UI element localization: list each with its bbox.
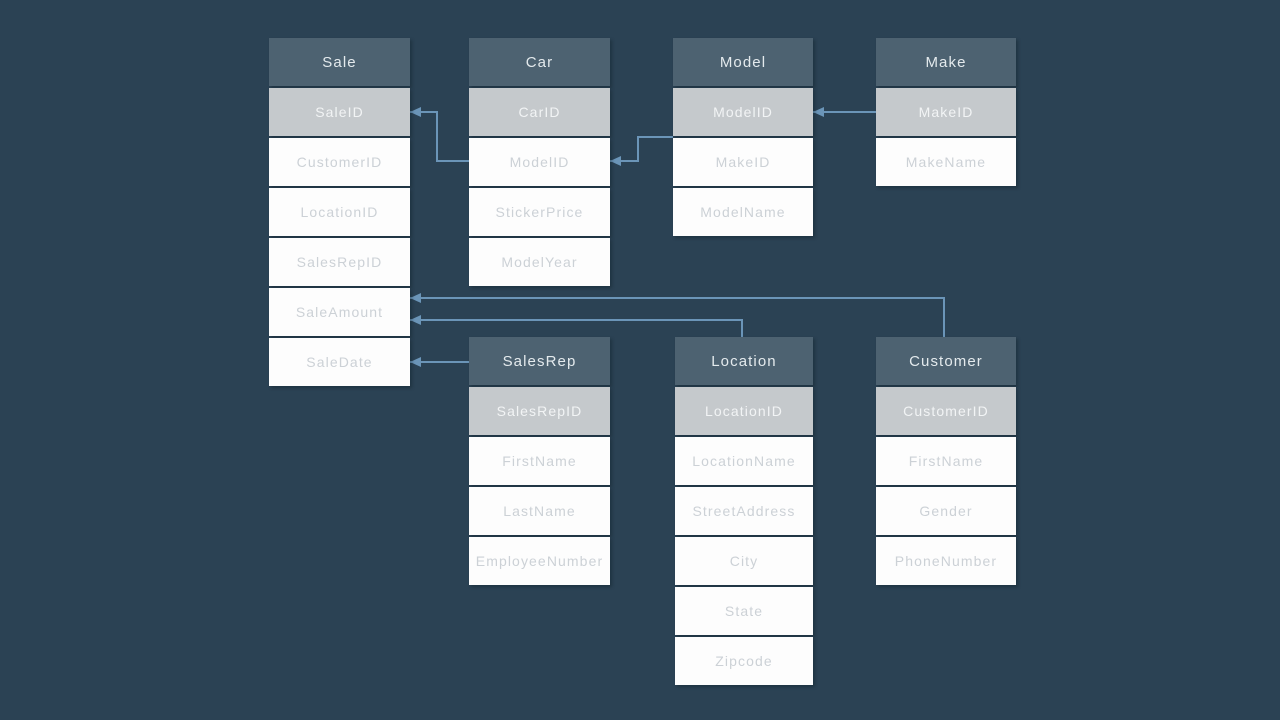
field-row: Zipcode	[675, 637, 813, 685]
field-row-pk: MakeID	[876, 88, 1016, 136]
field-row-pk: CustomerID	[876, 387, 1016, 435]
arrowhead-icon	[813, 107, 824, 117]
connector-sale-to-customer	[410, 297, 945, 338]
table-title: Car	[469, 38, 610, 86]
connector-car-modelid-to-model	[610, 136, 673, 162]
field-row: StickerPrice	[469, 188, 610, 236]
field-row: CustomerID	[269, 138, 410, 186]
field-row: EmployeeNumber	[469, 537, 610, 585]
field-row: LastName	[469, 487, 610, 535]
table-salesrep: SalesRep SalesRepID FirstName LastName E…	[469, 337, 610, 585]
table-sale: Sale SaleID CustomerID LocationID SalesR…	[269, 38, 410, 386]
arrowhead-icon	[410, 315, 421, 325]
field-row: City	[675, 537, 813, 585]
field-row: Gender	[876, 487, 1016, 535]
field-row: MakeName	[876, 138, 1016, 186]
field-row-pk: SaleID	[269, 88, 410, 136]
field-row: ModelID	[469, 138, 610, 186]
arrowhead-icon	[410, 293, 421, 303]
field-row: FirstName	[876, 437, 1016, 485]
field-row: MakeID	[673, 138, 813, 186]
table-title: Sale	[269, 38, 410, 86]
table-title: Model	[673, 38, 813, 86]
connector-sale-saleid-to-car	[410, 111, 469, 162]
field-row: ModelYear	[469, 238, 610, 286]
table-title: Customer	[876, 337, 1016, 385]
table-make: Make MakeID MakeName	[876, 38, 1016, 186]
field-row: ModelName	[673, 188, 813, 236]
field-row: State	[675, 587, 813, 635]
field-row: PhoneNumber	[876, 537, 1016, 585]
field-row-pk: ModelID	[673, 88, 813, 136]
field-row: SaleAmount	[269, 288, 410, 336]
field-row: LocationName	[675, 437, 813, 485]
table-title: Location	[675, 337, 813, 385]
field-row: LocationID	[269, 188, 410, 236]
arrowhead-icon	[410, 357, 421, 367]
field-row-pk: CarID	[469, 88, 610, 136]
field-row-pk: LocationID	[675, 387, 813, 435]
field-row: StreetAddress	[675, 487, 813, 535]
connector-sale-to-location	[410, 319, 743, 338]
arrowhead-icon	[410, 107, 421, 117]
table-car: Car CarID ModelID StickerPrice ModelYear	[469, 38, 610, 286]
table-location: Location LocationID LocationName StreetA…	[675, 337, 813, 685]
connector-arrowheads	[410, 107, 824, 367]
table-title: SalesRep	[469, 337, 610, 385]
table-customer: Customer CustomerID FirstName Gender Pho…	[876, 337, 1016, 585]
field-row: SalesRepID	[269, 238, 410, 286]
field-row: FirstName	[469, 437, 610, 485]
table-model: Model ModelID MakeID ModelName	[673, 38, 813, 236]
arrowhead-icon	[610, 156, 621, 166]
table-title: Make	[876, 38, 1016, 86]
field-row: SaleDate	[269, 338, 410, 386]
field-row-pk: SalesRepID	[469, 387, 610, 435]
